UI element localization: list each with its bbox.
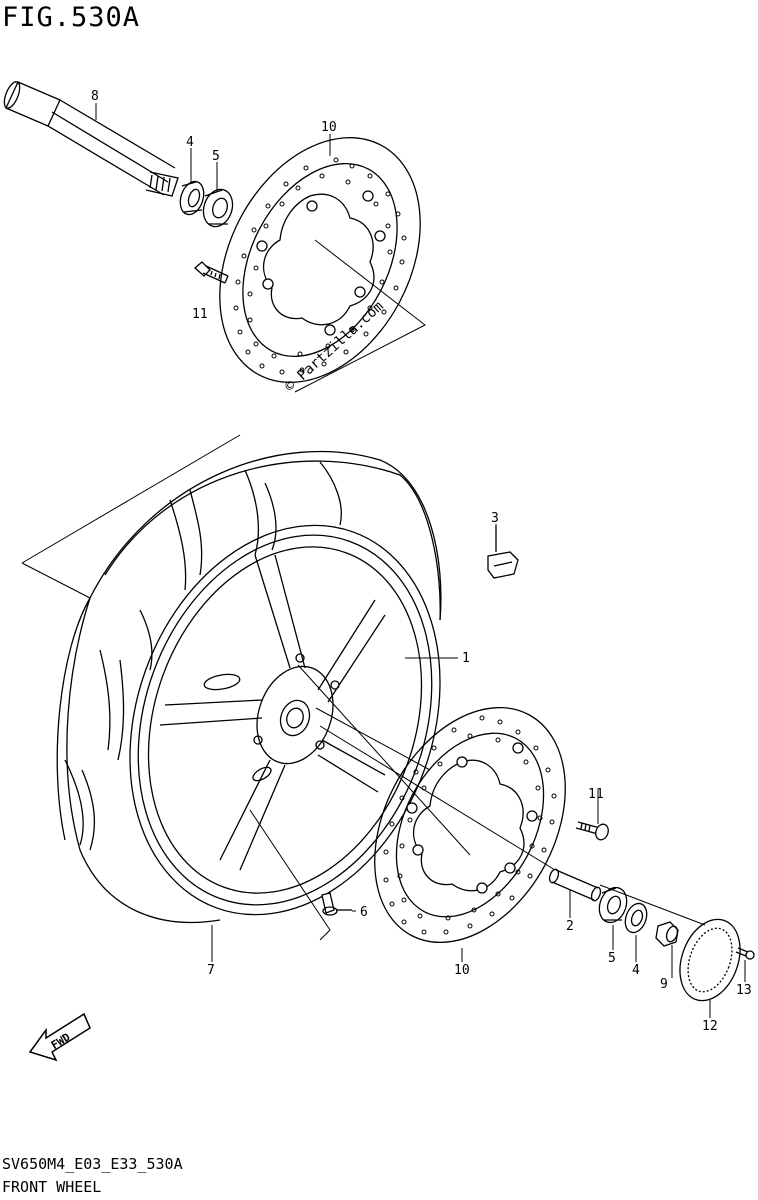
- callout-5-bottom: 5: [608, 951, 616, 966]
- spacer-part-2[interactable]: [548, 868, 602, 902]
- disc-vent-holes-top: [233, 157, 407, 375]
- brake-disc-part-10-top[interactable]: [180, 103, 461, 417]
- callout-6: 6: [360, 905, 368, 920]
- assembly-guide-lines: [21, 239, 706, 941]
- callout-leaders: [95, 103, 746, 1018]
- callout-7: 7: [207, 963, 215, 978]
- spacer-part-4-bottom[interactable]: [621, 900, 650, 935]
- forward-direction-badge: FWD: [28, 1012, 91, 1062]
- disc-vent-holes-bottom: [383, 715, 557, 935]
- disc-mount-holes-top: [256, 190, 386, 336]
- valve-part-6[interactable]: [321, 892, 352, 916]
- wheel-rim-part-1[interactable]: [78, 481, 493, 958]
- callout-labels: 8 4 5 10 11 3 1 11 6 2 5 4 9 13 12 10 7: [91, 89, 752, 1034]
- figure-name: FRONT WHEEL: [2, 1178, 102, 1196]
- bearing-part-5-top[interactable]: [199, 186, 237, 231]
- callout-2: 2: [566, 919, 574, 934]
- figure-code: SV650M4_E03_E33_530A: [2, 1155, 183, 1173]
- collar-part-9[interactable]: [655, 921, 679, 947]
- callout-5-top: 5: [212, 149, 220, 164]
- callout-9: 9: [660, 977, 668, 992]
- callout-3: 3: [491, 511, 499, 526]
- callout-4-top: 4: [186, 135, 194, 150]
- callout-13: 13: [736, 983, 752, 998]
- callout-11-top: 11: [192, 307, 208, 322]
- tire-part-7[interactable]: [56, 450, 442, 924]
- bolt-part-11-bottom[interactable]: [575, 821, 610, 842]
- sensor-ring-part-12[interactable]: [669, 911, 750, 1009]
- brake-disc-part-10-bottom[interactable]: [336, 675, 603, 976]
- watermark: © Partzilla.com: [282, 298, 387, 394]
- figure-title: FIG.530A: [2, 2, 141, 33]
- bearing-part-5-bottom[interactable]: [595, 884, 632, 927]
- fwd-arrow-icon: [28, 1012, 91, 1062]
- clip-part-3[interactable]: [487, 526, 519, 579]
- callout-10-bottom: 10: [454, 963, 470, 978]
- callout-8: 8: [91, 89, 99, 104]
- screw-part-13[interactable]: [735, 947, 755, 960]
- axle-part-8[interactable]: [1, 80, 179, 197]
- callout-11-bottom: 11: [588, 787, 604, 802]
- bolt-part-11-top[interactable]: [194, 261, 229, 284]
- disc-mount-holes-bottom: [406, 742, 538, 894]
- callout-10-top: 10: [321, 120, 337, 135]
- callout-12: 12: [702, 1019, 718, 1034]
- callout-4-bottom: 4: [632, 963, 640, 978]
- callout-1: 1: [462, 651, 470, 666]
- spacer-part-4-top[interactable]: [176, 178, 207, 217]
